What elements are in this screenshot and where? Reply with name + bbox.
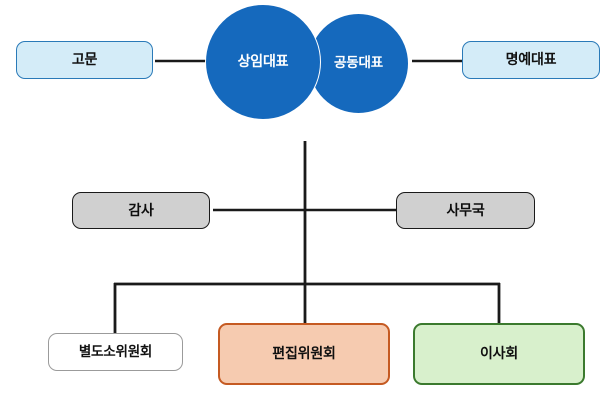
node-senior-representative[interactable]: 상임대표: [205, 4, 321, 120]
node-secretariat-label: 사무국: [446, 201, 485, 218]
node-separate-subcommittee[interactable]: 별도소위원회: [48, 333, 183, 371]
node-board-of-directors[interactable]: 이사회: [413, 323, 585, 385]
node-editorial-committee[interactable]: 편집위원회: [218, 323, 390, 385]
node-editorial-committee-label: 편집위원회: [272, 345, 336, 362]
node-co-representative-label: 공동대표: [334, 55, 383, 71]
node-auditor-label: 감사: [128, 201, 154, 218]
node-advisor[interactable]: 고문: [16, 41, 153, 79]
node-secretariat[interactable]: 사무국: [396, 192, 535, 229]
node-co-representative[interactable]: 공동대표: [308, 13, 409, 114]
node-honorary-representative-label: 명예대표: [505, 51, 557, 68]
node-board-of-directors-label: 이사회: [479, 345, 519, 362]
node-separate-subcommittee-label: 별도소위원회: [78, 343, 153, 359]
node-honorary-representative[interactable]: 명예대표: [462, 41, 600, 79]
node-senior-representative-label: 상임대표: [237, 53, 289, 70]
node-auditor[interactable]: 감사: [72, 192, 210, 229]
node-advisor-label: 고문: [71, 51, 98, 68]
